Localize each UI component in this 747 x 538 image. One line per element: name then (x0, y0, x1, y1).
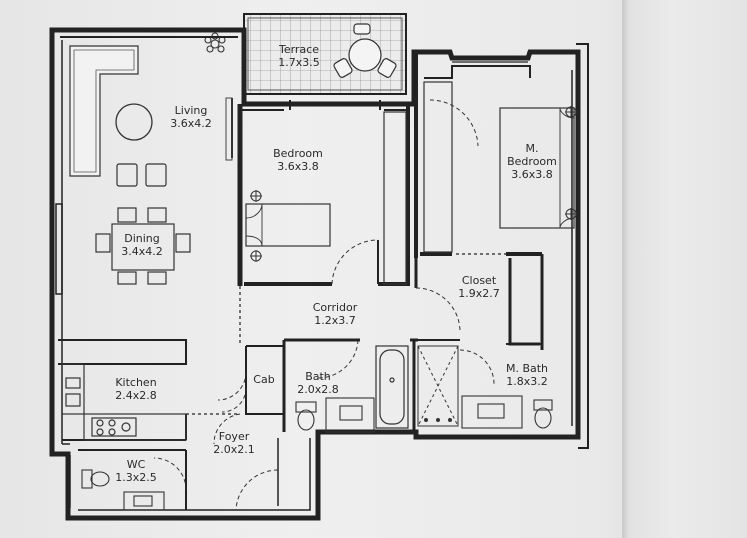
room-label-cab: Cab (253, 373, 274, 386)
room-size: 2.0x2.8 (297, 383, 339, 396)
room-label-foyer: Foyer 2.0x2.1 (213, 430, 255, 456)
bath-sink-icon (325, 397, 375, 433)
room-name: Kitchen (115, 376, 157, 389)
room-name: WC (126, 458, 146, 471)
room-name: Bedroom (273, 147, 323, 160)
room-label-living: Living 3.6x4.2 (170, 104, 212, 130)
shower-icon (417, 345, 459, 427)
room-size: 1.2x3.7 (314, 314, 356, 327)
sofa-icon (69, 45, 139, 177)
kitchen-counter-icon (61, 363, 187, 441)
door-swings (153, 99, 495, 511)
terrace-table-icon (333, 23, 397, 78)
master-wardrobe (423, 81, 453, 253)
exterior-walls (49, 27, 589, 521)
room-size: 2.4x2.8 (115, 389, 157, 402)
room-label-bath: Bath 2.0x2.8 (297, 370, 339, 396)
room-label-terrace: Terrace 1.7x3.5 (278, 43, 320, 69)
bed-icon (245, 203, 331, 247)
terrace-area (243, 13, 407, 95)
room-name-line1: M. (525, 142, 539, 155)
wc-sink-icon (123, 491, 165, 511)
mbath-toilet-icon (533, 399, 553, 429)
room-label-master-bath: M. Bath 1.8x3.2 (506, 362, 548, 388)
dining-table-icon (95, 207, 191, 285)
room-label-closet: Closet 1.9x2.7 (458, 274, 500, 300)
armchairs-icon (116, 163, 167, 187)
bathtub-icon (375, 345, 409, 429)
room-label-kitchen: Kitchen 2.4x2.8 (115, 376, 157, 402)
bedside-lamp-icon (250, 190, 262, 262)
room-size: 1.7x3.5 (278, 56, 320, 69)
master-bedside-lamp-icon (565, 106, 577, 220)
book-page-gutter (622, 0, 747, 538)
room-name: Living (174, 104, 208, 117)
room-label-bedroom: Bedroom 3.6x3.8 (273, 147, 323, 173)
room-name: Corridor (312, 301, 358, 314)
room-size: 3.6x4.2 (170, 117, 212, 130)
room-name: Dining (124, 232, 160, 245)
plant-icon (204, 32, 226, 53)
room-size: 3.4x4.2 (121, 245, 163, 258)
coffee-table-icon (115, 103, 153, 141)
room-size: 3.6x3.8 (277, 160, 319, 173)
room-name: Bath (305, 370, 331, 383)
room-size: 1.3x2.5 (115, 471, 157, 484)
window-living (225, 97, 233, 161)
room-label-wc: WC 1.3x2.5 (115, 458, 157, 484)
bath-toilet-icon (295, 401, 317, 431)
room-label-corridor: Corridor 1.2x3.7 (313, 301, 358, 327)
room-size: 2.0x2.1 (213, 443, 255, 456)
room-size: 1.9x2.7 (458, 287, 500, 300)
room-name: M. Bath (505, 362, 549, 375)
room-name: Terrace (278, 43, 320, 56)
room-name: Closet (461, 274, 497, 287)
room-name: Cab (253, 373, 275, 386)
wc-toilet-icon (81, 469, 110, 489)
room-size: 3.6x3.8 (511, 168, 553, 181)
master-bed-icon (499, 107, 575, 229)
room-label-master-bedroom: M. Bedroom 3.6x3.8 (507, 142, 557, 181)
room-size: 1.8x3.2 (506, 375, 548, 388)
wardrobe-bedroom (383, 111, 407, 285)
room-name: Foyer (218, 430, 250, 443)
room-label-dining: Dining 3.4x4.2 (121, 232, 163, 258)
room-name-line2: Bedroom (507, 155, 557, 168)
mbath-sink-icon (461, 395, 523, 429)
